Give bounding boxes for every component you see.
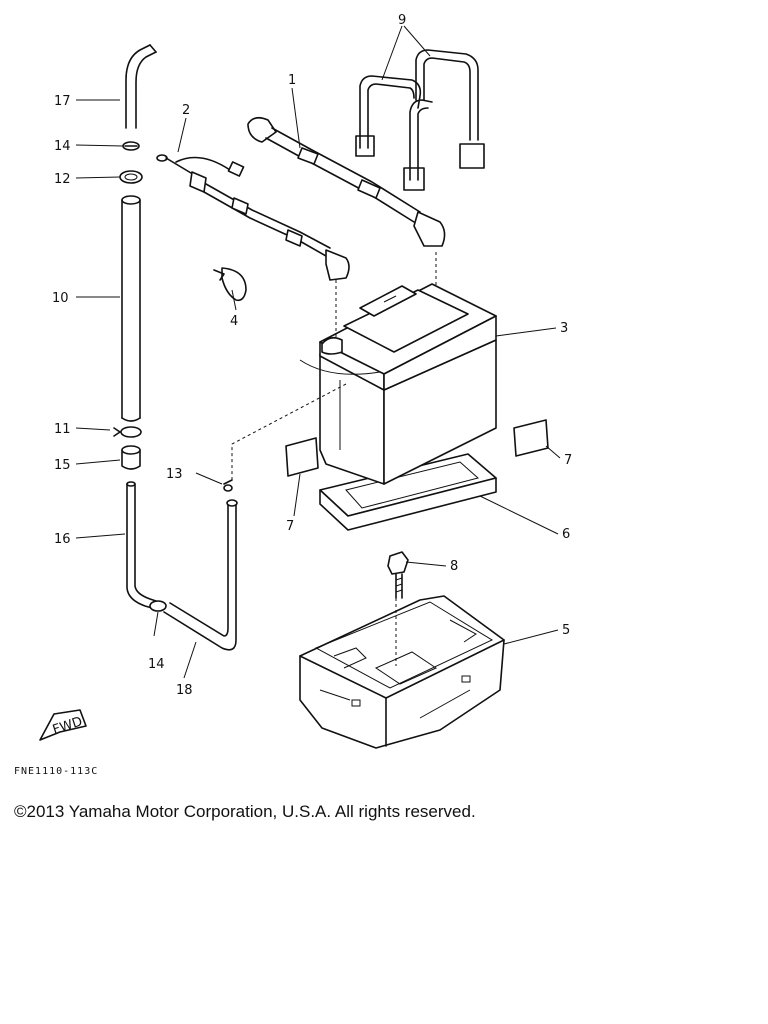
part-14-clip-bottom: [149, 600, 167, 612]
callout-11: 11: [54, 422, 71, 437]
part-12-hose-clamp: [119, 170, 143, 184]
part-1-battery-cable: [247, 116, 446, 247]
callout-14-bottom: 14: [148, 657, 165, 672]
part-11-clip: [113, 426, 142, 438]
part-8-bolt: [387, 551, 409, 599]
part-13-fitting: [223, 479, 233, 492]
figure-code: FNE1110-113C: [14, 766, 99, 777]
callout-18: 18: [176, 683, 193, 698]
callout-6: 6: [562, 527, 570, 542]
callout-2: 2: [182, 103, 190, 118]
part-4-band: [213, 267, 247, 302]
callout-14-top: 14: [54, 139, 71, 154]
callout-16: 16: [54, 532, 71, 547]
callout-8: 8: [450, 559, 458, 574]
part-15-joint: [121, 445, 141, 470]
fwd-arrow: FWD: [39, 709, 87, 741]
callout-5: 5: [562, 623, 570, 638]
part-17-breather-tube: [125, 44, 157, 129]
part-7-pad-right: [513, 419, 549, 457]
battery-parts-diagram: FWD 17 14 12 10 11 15: [39, 13, 572, 749]
part-18-overflow-tube: [163, 499, 238, 651]
part-10-vent-pipe: [121, 195, 141, 422]
callout-13: 13: [166, 467, 183, 482]
callout-10: 10: [52, 291, 69, 306]
copyright-notice: ©2013 Yamaha Motor Corporation, U.S.A. A…: [14, 802, 476, 821]
callout-1: 1: [288, 73, 296, 88]
callout-7-right: 7: [564, 453, 572, 468]
part-9-battery-straps: [355, 49, 485, 191]
part-2-lead-wire: [156, 154, 350, 281]
callout-7-left: 7: [286, 519, 294, 534]
callout-labels: 17 14 12 10 11 15 16 14 18 13 2 1 9 4 3 …: [52, 13, 572, 698]
callout-15: 15: [54, 458, 71, 473]
callout-17: 17: [54, 94, 71, 109]
part-7-pad-left: [285, 437, 319, 477]
callout-9: 9: [398, 13, 406, 28]
callout-12: 12: [54, 172, 71, 187]
part-5-battery-case: [299, 595, 505, 749]
part-16-tube: [126, 481, 157, 609]
part-14-clip-top: [122, 141, 140, 151]
callout-3: 3: [560, 321, 568, 336]
callout-4: 4: [230, 314, 238, 329]
leader-lines: [75, 25, 561, 679]
part-3-battery: [299, 283, 497, 485]
